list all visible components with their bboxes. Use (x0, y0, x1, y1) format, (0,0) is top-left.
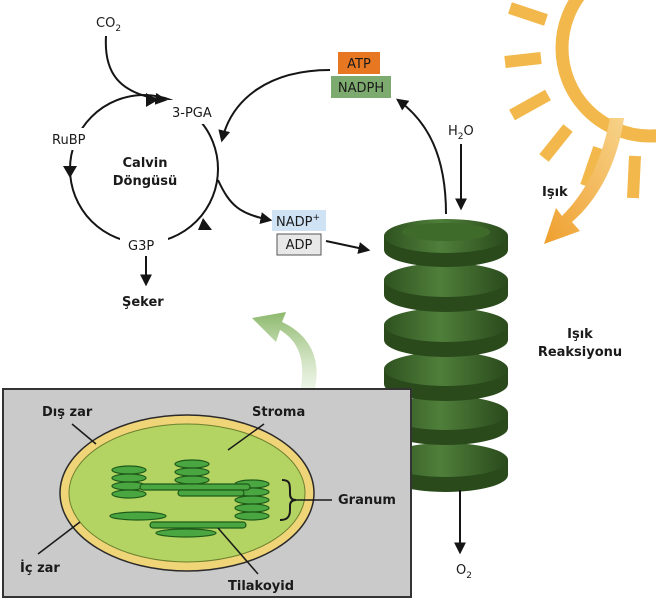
co2-arrow (104, 35, 168, 105)
cycle-title-line1: Calvin (123, 156, 168, 171)
adp-box (276, 233, 322, 256)
cycle-arrowhead-left (63, 166, 77, 178)
nadp-arrow (217, 179, 273, 224)
granum-disc (384, 308, 508, 357)
nadph-label: NADPH (338, 81, 384, 96)
outer-membrane-label: Dış zar (42, 405, 93, 420)
outer-pointer (71, 423, 97, 445)
stroma-label: Stroma (252, 405, 305, 420)
granum-disc (384, 396, 508, 445)
cycle-arrowhead-right (198, 218, 212, 230)
thylakoid-pointer (217, 527, 259, 575)
light-label: Işık (542, 185, 568, 200)
granum-disc (384, 352, 508, 401)
granum-disc-top (384, 219, 508, 267)
chloroplast-panel: Granum Dış zar Stroma İç zar Tilakoyid (2, 388, 412, 598)
adp-label: ADP (286, 238, 313, 253)
inner-membrane-label: İç zar (20, 560, 60, 576)
rubp-label: RuBP (52, 133, 86, 148)
granum-disc (384, 443, 508, 492)
pga-label: 3-PGA (172, 106, 212, 121)
o2-label: O2 (456, 563, 472, 581)
nadp-label: NADP+ (276, 213, 320, 230)
light-arrow-icon (544, 118, 624, 244)
zoom-arrow-icon (252, 312, 317, 392)
atp-label: ATP (347, 57, 371, 72)
atp-box (338, 52, 380, 74)
nadp-box (272, 210, 326, 231)
nadph-box (331, 76, 391, 98)
reaction-label-line1: Işık (567, 327, 593, 342)
reaction-label-line2: Reaksiyonu (538, 345, 622, 360)
granum-stack (384, 219, 508, 492)
granum-label: Granum (338, 493, 396, 508)
h2o-label: H2O (448, 124, 474, 142)
thylakoid-label: Tilakoyid (228, 579, 294, 594)
cycle-title-line2: Döngüsü (113, 174, 178, 189)
adp-arrow (325, 240, 371, 254)
sugar-label: Şeker (122, 295, 164, 310)
granum-disc (384, 263, 508, 312)
g3p-label: G3P (128, 239, 154, 254)
co2-label: CO2 (96, 16, 121, 34)
granum-to-atp-arrow (396, 98, 447, 215)
sun-icon (504, 0, 656, 199)
inner-pointer (37, 521, 81, 555)
thylakoids (109, 459, 270, 538)
stroma-pointer (227, 423, 265, 451)
atp-to-cycle-arrow (218, 69, 331, 143)
